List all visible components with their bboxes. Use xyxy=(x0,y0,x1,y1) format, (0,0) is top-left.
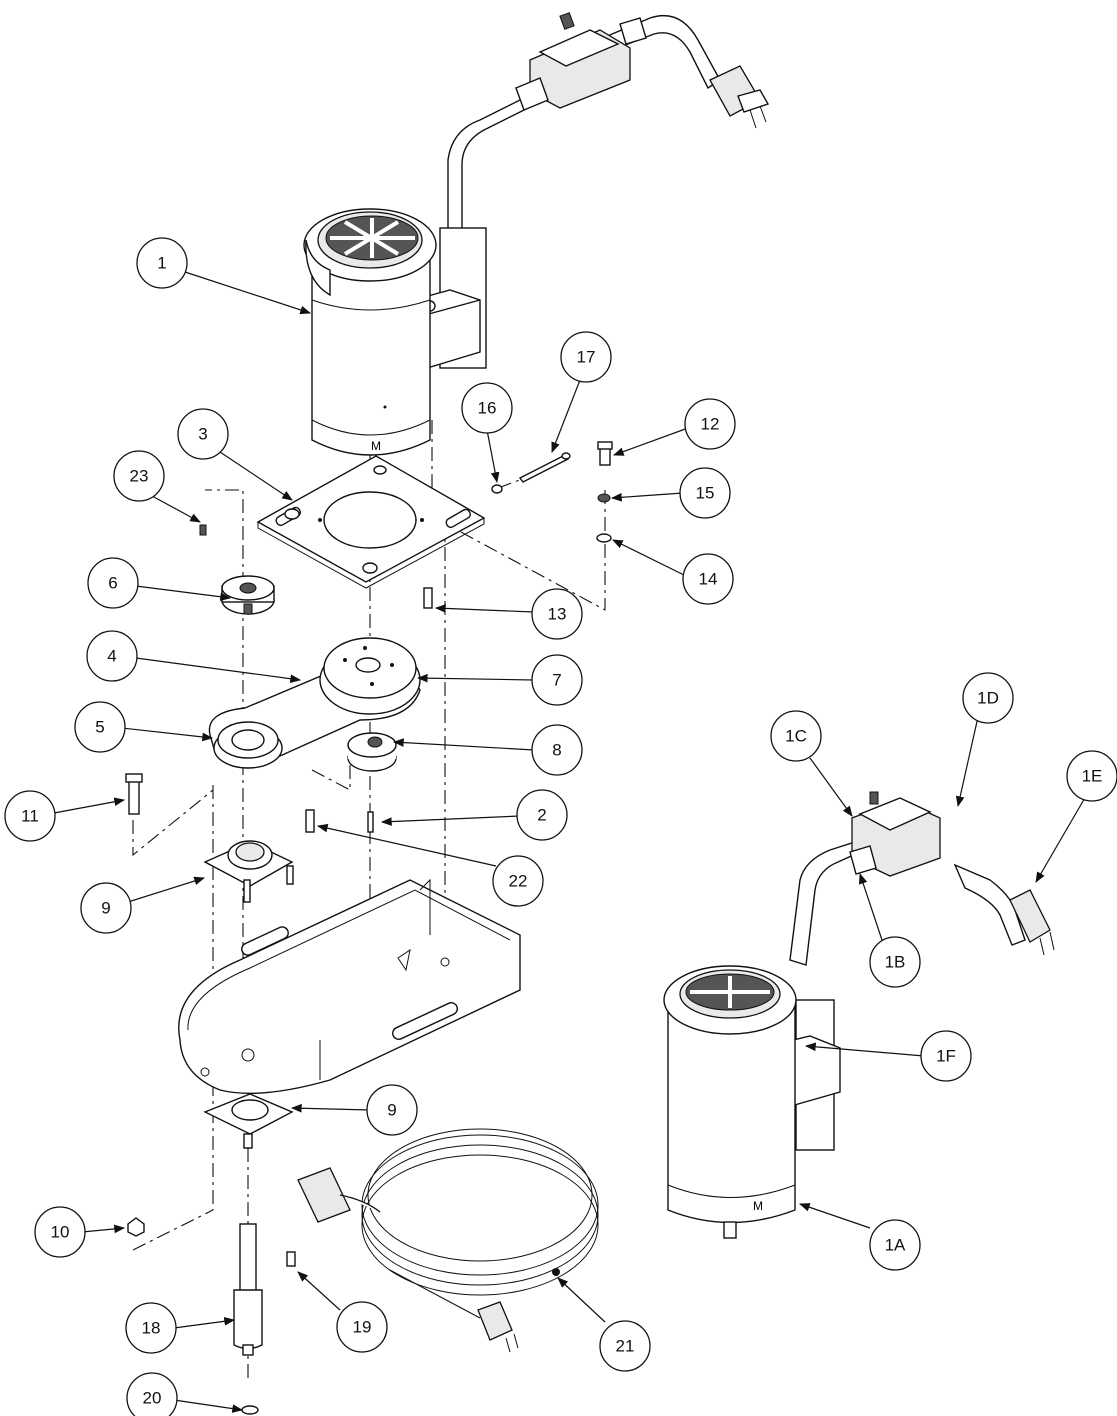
callout-13: 13 xyxy=(531,588,583,640)
callout-12: 12 xyxy=(684,398,736,450)
motor-right: M xyxy=(663,791,1055,1239)
callout-11: 11 xyxy=(4,790,56,842)
housing-frame xyxy=(178,878,521,1095)
svg-text:19: 19 xyxy=(353,1318,372,1337)
bearing-upper xyxy=(203,840,294,903)
svg-text:8: 8 xyxy=(552,741,561,760)
belt-pulleys xyxy=(208,637,421,772)
svg-text:20: 20 xyxy=(143,1389,162,1408)
callout-8: 8 xyxy=(531,724,583,776)
callout-4: 4 xyxy=(86,630,138,682)
svg-text:2: 2 xyxy=(537,806,546,825)
motor-mount-plate xyxy=(256,455,486,589)
power-cord xyxy=(297,1128,599,1353)
svg-text:18: 18 xyxy=(142,1319,161,1338)
callout-18: 18 xyxy=(125,1302,177,1354)
svg-text:1C: 1C xyxy=(785,727,807,746)
svg-text:6: 6 xyxy=(108,574,117,593)
callout-16: 16 xyxy=(461,382,513,434)
callout-6: 6 xyxy=(87,557,139,609)
svg-text:21: 21 xyxy=(616,1337,635,1356)
callout-15: 15 xyxy=(679,467,731,519)
callout-1C: 1C xyxy=(770,710,822,762)
callouts: 1 2 3 4 5 6 7 8 9 9 10 11 12 13 14 15 16… xyxy=(4,237,1117,1416)
svg-text:11: 11 xyxy=(21,807,39,826)
shaft xyxy=(233,1223,296,1415)
callout-23: 23 xyxy=(113,450,165,502)
svg-text:15: 15 xyxy=(696,484,715,503)
svg-text:9: 9 xyxy=(101,899,110,918)
callout-3: 3 xyxy=(177,408,229,460)
callout-9-upper: 9 xyxy=(80,882,132,934)
hardware xyxy=(125,441,613,1237)
callout-20: 20 xyxy=(126,1372,178,1416)
motor-right-mark: M xyxy=(753,1199,763,1213)
svg-text:17: 17 xyxy=(577,348,596,367)
svg-text:4: 4 xyxy=(107,647,116,666)
svg-text:16: 16 xyxy=(478,399,497,418)
svg-text:1D: 1D xyxy=(977,689,999,708)
svg-text:1: 1 xyxy=(157,254,166,273)
svg-text:1A: 1A xyxy=(885,1236,906,1255)
callout-1D: 1D xyxy=(962,672,1014,724)
callout-7: 7 xyxy=(531,654,583,706)
callout-2: 2 xyxy=(516,789,568,841)
svg-text:3: 3 xyxy=(198,425,207,444)
callout-5: 5 xyxy=(74,701,126,753)
motor-mark: M xyxy=(371,439,381,453)
svg-text:22: 22 xyxy=(509,872,528,891)
svg-text:12: 12 xyxy=(701,415,720,434)
callout-1E: 1E xyxy=(1066,750,1117,802)
leader-lines xyxy=(53,271,1087,1413)
svg-text:7: 7 xyxy=(552,671,561,690)
callout-14: 14 xyxy=(682,553,734,605)
svg-text:14: 14 xyxy=(699,570,718,589)
callout-1B: 1B xyxy=(869,936,921,988)
motor-main: M xyxy=(303,12,770,456)
callout-19: 19 xyxy=(336,1301,388,1353)
callout-17: 17 xyxy=(560,331,612,383)
svg-text:1E: 1E xyxy=(1082,767,1103,786)
svg-text:13: 13 xyxy=(548,605,567,624)
svg-text:5: 5 xyxy=(95,718,104,737)
callout-1F: 1F xyxy=(920,1030,972,1082)
svg-text:1B: 1B xyxy=(885,953,906,972)
callout-1: 1 xyxy=(136,237,188,289)
callout-9-lower: 9 xyxy=(366,1084,418,1136)
svg-text:1F: 1F xyxy=(936,1047,956,1066)
svg-text:23: 23 xyxy=(130,467,149,486)
bearing-lower xyxy=(203,1093,294,1149)
callout-1A: 1A xyxy=(869,1219,921,1271)
callout-22: 22 xyxy=(492,855,544,907)
svg-text:9: 9 xyxy=(387,1101,396,1120)
callout-10: 10 xyxy=(34,1206,86,1258)
callout-21: 21 xyxy=(599,1320,651,1372)
svg-text:10: 10 xyxy=(51,1223,70,1242)
